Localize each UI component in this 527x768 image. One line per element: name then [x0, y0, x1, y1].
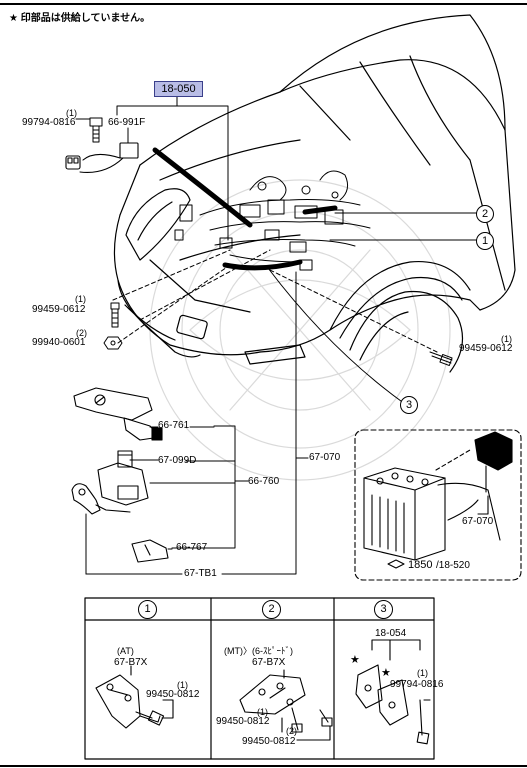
callout-2: 2 [476, 205, 494, 223]
ref-link-18-520[interactable]: /18-520 [436, 560, 470, 571]
qty-99940-0601: (2) [76, 328, 87, 338]
label-66-761[interactable]: 66-761 [158, 420, 190, 431]
col3-star-2: ★ [381, 667, 391, 679]
label-99459-0612-right[interactable]: 99459-0612 [459, 343, 513, 354]
qty-99459-0612-left: (1) [75, 294, 86, 304]
table-header-3: 3 [374, 600, 393, 619]
bolt-99459-0612-right [429, 351, 453, 366]
note-not-supplied: ★ 印部品は供給していません。 [9, 13, 151, 24]
ref-link-18-050[interactable]: 18-050 [154, 81, 203, 97]
bolt-99794-0816-top [89, 117, 103, 143]
parts-table-grid [84, 597, 435, 760]
bracket-mt [239, 669, 333, 741]
harness-black-bands [152, 147, 338, 271]
background-watermark [149, 179, 451, 481]
table-header-2: 2 [262, 600, 281, 619]
col1-variant: (AT) [117, 646, 134, 656]
bracket-at [95, 665, 174, 729]
label-99794-0816-top[interactable]: 99794-0816 [22, 117, 76, 128]
col2-bolt1-99450-0812[interactable]: 99450-0812 [216, 716, 270, 727]
callout-3: 3 [400, 396, 418, 414]
label-67-070[interactable]: 67-070 [309, 452, 341, 463]
col2-part-67-B7X[interactable]: 67-B7X [252, 657, 286, 668]
bracket-18-054 [355, 639, 431, 745]
col2-variant: (MT)〉(6-ｽﾋﾟｰﾄﾞ) [224, 646, 293, 656]
col1-part-67-B7X[interactable]: 67-B7X [114, 657, 148, 668]
label-99940-0601[interactable]: 99940-0601 [32, 337, 86, 348]
label-67-TB1[interactable]: 67-TB1 [184, 568, 217, 579]
label-67-099D[interactable]: 67-099D [158, 455, 197, 466]
nut-99940-0601 [103, 336, 123, 350]
ref-link-1850[interactable]: 1850 [408, 559, 433, 571]
fuse-box-parts [71, 387, 169, 563]
table-header-1: 1 [138, 600, 157, 619]
qty-99459-0612-right: (1) [501, 334, 512, 344]
label-66-760[interactable]: 66-760 [248, 476, 280, 487]
col1-bolt-99450-0812[interactable]: 99450-0812 [146, 689, 200, 700]
engine-bay-harness [174, 170, 371, 271]
label-66-767[interactable]: 66-767 [176, 542, 208, 553]
connector-66-991F [65, 142, 139, 173]
col2-bolt2-99450-0812[interactable]: 99450-0812 [242, 736, 296, 747]
col2-bolt2-qty: (2) [286, 726, 297, 736]
bolt-99459-0612-left [110, 302, 120, 328]
callout-1: 1 [476, 232, 494, 250]
col2-bolt1-qty: (1) [257, 707, 268, 717]
qty-99794-0816-top: (1) [66, 108, 77, 118]
label-66-991F[interactable]: 66-991F [108, 117, 146, 128]
label-67-070-inset[interactable]: 67-070 [462, 516, 494, 527]
battery-inset [354, 429, 522, 581]
col1-bolt-qty: (1) [177, 680, 188, 690]
col3-part-18-054[interactable]: 18-054 [375, 628, 407, 639]
col3-bolt-qty: (1) [417, 668, 428, 678]
col3-star-1: ★ [350, 654, 360, 666]
car-body-outline [113, 14, 516, 373]
leader-lines [75, 95, 479, 575]
label-99459-0612-left[interactable]: 99459-0612 [32, 304, 86, 315]
col3-bolt-99794-0816[interactable]: 99794-0816 [390, 679, 444, 690]
